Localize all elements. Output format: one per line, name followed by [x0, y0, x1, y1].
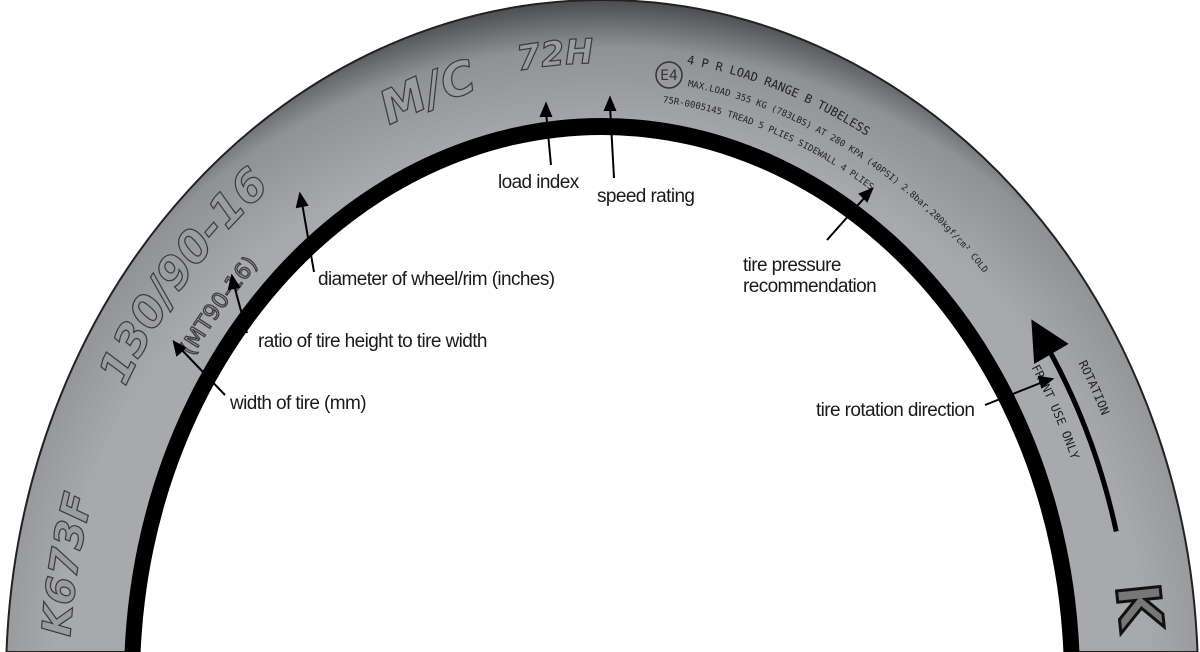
label-pressure-line2: recommendation [743, 276, 877, 297]
wheel-opening [140, 134, 1064, 652]
label-rotation-direction: tire rotation direction [816, 400, 975, 421]
label-load-index: load index [498, 172, 579, 193]
service-description: 72H [514, 32, 595, 79]
label-aspect-ratio: ratio of tire height to tire width [258, 331, 487, 352]
rotation-arrow-icon [1031, 319, 1119, 532]
label-tire-width: width of tire (mm) [230, 393, 367, 414]
label-speed-rating: speed rating [597, 186, 695, 207]
svg-text:E4: E4 [660, 68, 678, 84]
ece-mark: E4 [655, 61, 683, 89]
label-rim-diameter: diameter of wheel/rim (inches) [318, 269, 555, 290]
label-pressure-line1: tire pressure [743, 255, 841, 276]
callout-arrows [172, 95, 1055, 406]
